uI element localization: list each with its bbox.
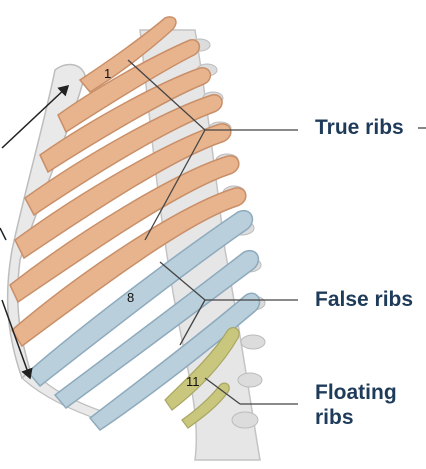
arrow-stub-mid — [0, 227, 7, 241]
rib-1 — [78, 16, 177, 93]
false-ribs-label: False ribs — [315, 288, 414, 311]
floating-ribs-label-line2: ribs — [315, 406, 354, 429]
rib-4 — [24, 94, 223, 217]
leader-true-ribs-a — [127, 59, 206, 131]
false-ribs-group — [26, 209, 261, 432]
rib-2 — [57, 39, 201, 134]
rib-5 — [14, 123, 232, 260]
rib-6 — [9, 155, 240, 304]
rib-number-8: 8 — [127, 290, 135, 305]
floating-ribs-group — [164, 326, 240, 429]
floating-ribs-label-line1: Floating — [315, 381, 397, 404]
leader-false-ribs-b — [179, 299, 206, 346]
arrow-to-costal-margin — [1, 299, 33, 380]
leader-floating-ribs-a — [204, 377, 241, 405]
rib-number-11: 11 — [186, 374, 200, 389]
rib-8 — [26, 209, 254, 388]
leader-true-ribs-b — [144, 129, 206, 241]
rib-7 — [11, 187, 247, 348]
rib-10 — [88, 292, 261, 432]
rib-11 — [164, 326, 240, 411]
arrow-to-rib-1 — [1, 84, 70, 149]
leader-lines — [127, 59, 426, 405]
rib-12 — [181, 382, 230, 429]
rib-9 — [53, 249, 260, 410]
rib-number-1: 1 — [104, 66, 112, 81]
direction-arrows — [0, 84, 70, 380]
true-ribs-group — [9, 16, 247, 348]
true-ribs-label: True ribs — [315, 116, 404, 139]
leader-false-ribs-a — [159, 261, 206, 301]
rib-3 — [39, 67, 212, 174]
